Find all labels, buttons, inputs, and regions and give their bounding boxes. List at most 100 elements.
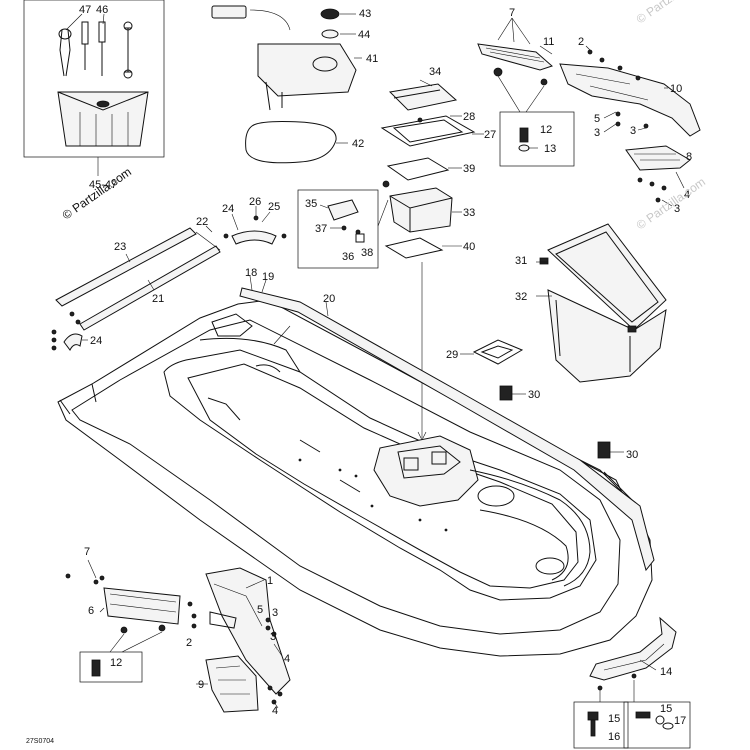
rear-bumper (589, 616, 677, 681)
callout-5-top: 5 (594, 113, 600, 125)
callout-5-bottom: 5 (257, 604, 263, 616)
watermark-faint-top: © Partzilla.com (634, 0, 708, 26)
storage-bin-small (382, 180, 462, 233)
callout-24b: 24 (90, 335, 102, 347)
cap-icon (320, 8, 356, 20)
clip-fastener-icon-2 (91, 659, 101, 677)
callout-30a: 30 (528, 389, 540, 401)
callout-8-top: 8 (686, 151, 692, 163)
callout-29: 29 (446, 349, 458, 361)
callout-16: 16 (608, 731, 620, 743)
screwdriver-icon (81, 21, 89, 70)
callout-12-top: 12 (540, 124, 552, 136)
rub-rail-group: 22 24 26 25 23 21 24 (51, 196, 287, 351)
large-storage-bin: 31 32 (515, 223, 667, 383)
side-panel-1 (205, 567, 291, 695)
callout-4-top: 4 (684, 189, 690, 201)
side-grille (625, 145, 691, 171)
callout-6-bottom: 6 (88, 605, 94, 617)
pliers-icon (58, 28, 72, 77)
tray-gasket (245, 121, 348, 164)
callout-4b-bottom: 4 (272, 705, 278, 717)
callout-21: 21 (152, 293, 164, 305)
callout-28: 28 (463, 111, 475, 123)
drawing-code: 27S0704 (26, 738, 54, 745)
watermark-faint-right: © Partzilla.com (634, 175, 708, 233)
screwdriver-icon-2 (98, 21, 106, 76)
callout-24a: 24 (222, 203, 234, 215)
callout-31: 31 (515, 255, 527, 267)
seal-disc (321, 29, 356, 39)
bumper-clip-2 (63, 333, 83, 351)
vent-grille-9 (205, 655, 259, 713)
callout-15b: 15 (660, 703, 672, 715)
clip-fastener-icon (518, 127, 530, 152)
tool-kit-panel: 47 46 45-47 (23, 0, 165, 191)
bumper-clip (231, 230, 277, 245)
tool-pouch-icon (57, 91, 149, 147)
wrench-icon (123, 21, 133, 79)
callout-43: 43 (359, 8, 371, 20)
callout-2-bottom: 2 (186, 637, 192, 649)
bolt-icon (587, 711, 599, 737)
callout-38: 38 (361, 247, 373, 259)
lid-frame (380, 115, 484, 147)
callout-15a: 15 (608, 713, 620, 725)
drain-plug-30b: 30 (597, 441, 638, 461)
callout-3b-bottom: 3 (270, 631, 276, 643)
callout-18: 18 (245, 267, 257, 279)
callout-36: 36 (342, 251, 354, 263)
callout-32: 32 (515, 291, 527, 303)
callout-12-bottom: 12 (110, 657, 122, 669)
callout-34: 34 (429, 66, 441, 78)
callout-4a-bottom: 4 (284, 653, 290, 665)
callout-22: 22 (196, 216, 208, 228)
callout-33: 33 (463, 207, 475, 219)
rear-bumper-group: 14 15 16 15 17 (573, 616, 691, 749)
callout-26: 26 (249, 196, 261, 208)
vent-grille-6 (103, 587, 181, 625)
callout-39: 39 (463, 163, 475, 175)
callout-3a-bottom: 3 (272, 607, 278, 619)
storage-tray (257, 43, 362, 111)
callout-41: 41 (366, 53, 378, 65)
callout-46: 46 (96, 4, 108, 16)
bin-gasket-bottom (384, 237, 462, 259)
rub-rail-lower (79, 245, 221, 331)
callout-19: 19 (262, 271, 274, 283)
callout-17: 17 (674, 715, 686, 727)
callout-23: 23 (114, 241, 126, 253)
callout-40: 40 (463, 241, 475, 253)
foam-strip (211, 5, 247, 19)
rivet-icon-2 (540, 78, 548, 86)
callout-7-top: 7 (509, 7, 515, 19)
callout-20: 20 (323, 293, 335, 305)
callout-1-bottom: 1 (267, 575, 273, 587)
bin-gasket-top (386, 157, 462, 181)
callout-14: 14 (660, 666, 672, 678)
gunwale-trim (239, 287, 655, 572)
callout-3c-top: 3 (674, 203, 680, 215)
storage-lid (388, 79, 458, 111)
rivet-icon (493, 67, 503, 77)
callout-10-top: 10 (670, 83, 682, 95)
grille-panel (477, 43, 553, 71)
callout-3a-top: 3 (594, 127, 600, 139)
callout-27: 27 (484, 129, 496, 141)
hull-deck (57, 299, 653, 657)
gunwale-trim-group: 18 19 20 (239, 267, 655, 572)
callout-13-top: 13 (544, 143, 556, 155)
callout-11-top: 11 (543, 36, 554, 48)
centre-storage-group: 34 28 27 39 35 33 37 36 38 40 (297, 66, 496, 441)
callout-45-47: 45-47 (89, 179, 117, 191)
watermark-main: © Partzilla.com (60, 165, 134, 223)
callout-35: 35 (305, 198, 317, 210)
callout-25: 25 (268, 201, 280, 213)
callout-42: 42 (352, 138, 364, 150)
rear-panel (559, 63, 701, 137)
callout-47: 47 (79, 4, 91, 16)
glove-box-group: 43 44 41 42 (211, 5, 378, 164)
callout-2-top: 2 (578, 36, 584, 48)
bolt-icon-2 (635, 711, 674, 730)
